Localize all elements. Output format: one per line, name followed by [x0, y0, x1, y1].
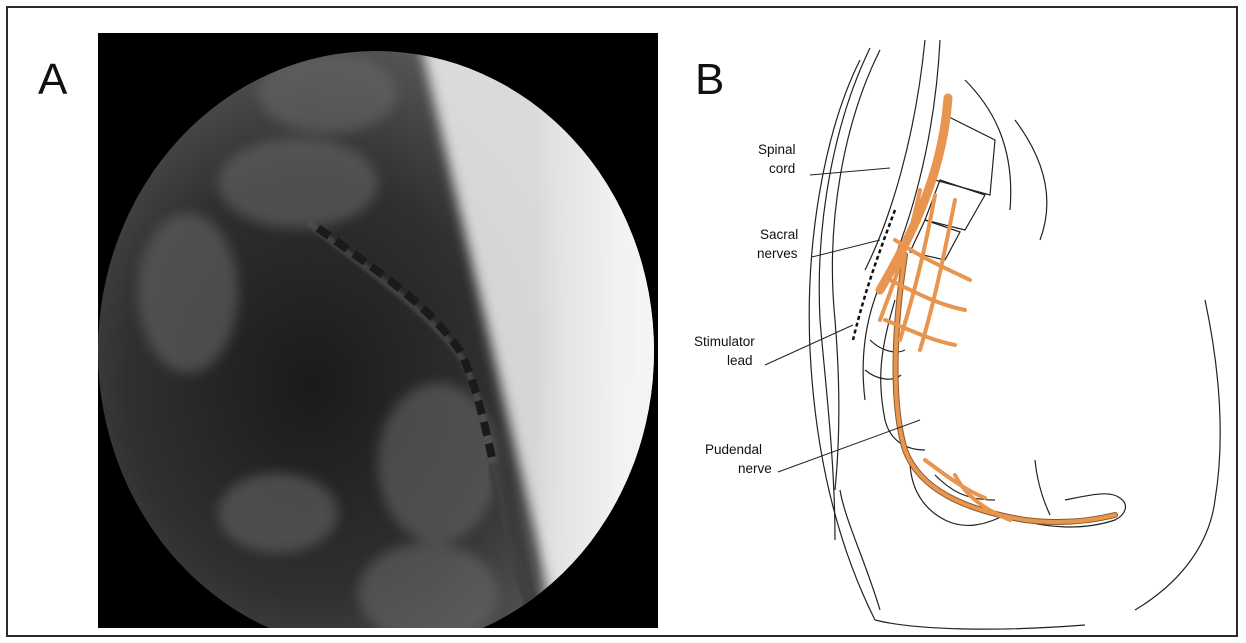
label-spinal-cord: Spinal cord [758, 142, 799, 176]
label-pudendal-nerve: Pudendal nerve [705, 442, 772, 476]
nerves [880, 98, 1115, 522]
body-outline [809, 40, 1220, 629]
label-sacral-nerves: Sacral nerves [757, 227, 802, 261]
sacral-anatomy-diagram: Spinal cord Sacral nerves Stimulator lea… [665, 20, 1235, 635]
fluoroscopy-image [98, 33, 658, 628]
nerves-fill [880, 98, 1115, 522]
panel-label-a: A [38, 58, 67, 102]
label-stimulator-lead: Stimulator lead [694, 334, 759, 368]
